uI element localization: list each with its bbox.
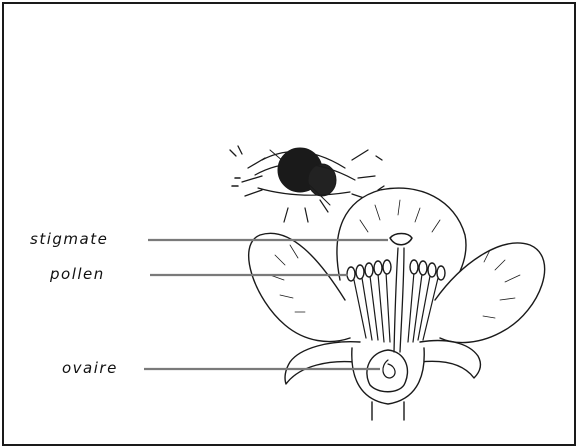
label-ovaire: ovaire [62,361,118,376]
label-stigmate: stigmate [30,232,108,247]
label-pollen: pollen [50,267,105,282]
flower-illustration [249,188,545,420]
